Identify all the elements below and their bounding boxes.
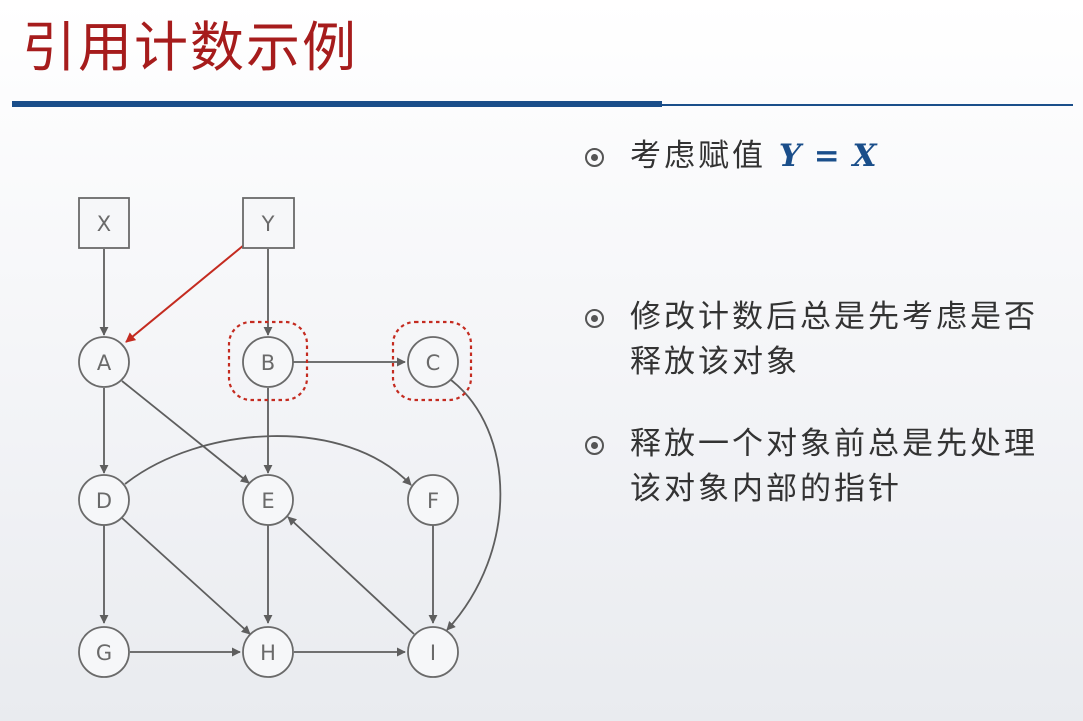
node-x-label: X — [97, 212, 111, 236]
node-b-label: B — [261, 351, 275, 375]
edge-d-f — [124, 435, 412, 486]
node-g-label: G — [96, 641, 112, 665]
node-e-label: E — [261, 489, 274, 513]
node-i-label: I — [430, 641, 436, 665]
highlight-b — [227, 320, 309, 402]
highlight-c — [391, 320, 473, 402]
node-h-circle — [242, 626, 294, 678]
assignment-formula: Y = X — [778, 138, 878, 174]
node-x-box — [78, 197, 130, 249]
node-d-label: D — [96, 489, 112, 513]
node-y-label: Y — [261, 212, 275, 236]
slide-title: 引用计数示例 — [22, 16, 358, 79]
bullet-circle-icon — [585, 148, 604, 167]
node-a-circle — [78, 336, 130, 388]
bullet-item: 考虑赋值 Y = X — [585, 134, 1065, 179]
edge-a-e — [121, 380, 250, 484]
node-b-circle — [242, 336, 294, 388]
bullet-item: 修改计数后总是先考虑是否释放该对象 — [585, 295, 1065, 385]
node-d-circle — [78, 474, 130, 526]
bullet-text-plain: 考虑赋值 — [630, 138, 779, 174]
node-c-label: C — [426, 351, 441, 375]
title-underline — [12, 101, 662, 107]
node-f-label: F — [427, 489, 439, 513]
node-y-box — [242, 197, 295, 249]
bullet-circle-icon — [585, 309, 604, 328]
bullet-text: 释放一个对象前总是先处理该对象内部的指针 — [630, 426, 1038, 507]
node-a-label: A — [97, 351, 112, 375]
title-underline-thin — [660, 104, 1073, 106]
edge-y-a-new-reference — [125, 244, 245, 343]
node-e-circle — [242, 474, 294, 526]
node-h-label: H — [260, 641, 276, 665]
bullet-circle-icon — [585, 436, 604, 455]
node-i-circle — [407, 626, 459, 678]
edge-d-h — [121, 517, 251, 635]
bullet-text: 修改计数后总是先考虑是否释放该对象 — [630, 299, 1038, 380]
node-f-circle — [407, 474, 459, 526]
edge-c-i — [446, 379, 502, 631]
edge-i-e — [287, 516, 415, 635]
node-g-circle — [78, 626, 130, 678]
bullet-item: 释放一个对象前总是先处理该对象内部的指针 — [585, 422, 1065, 512]
bullet-text: 考虑赋值 Y = X — [630, 134, 1062, 179]
node-c-circle — [407, 336, 459, 388]
